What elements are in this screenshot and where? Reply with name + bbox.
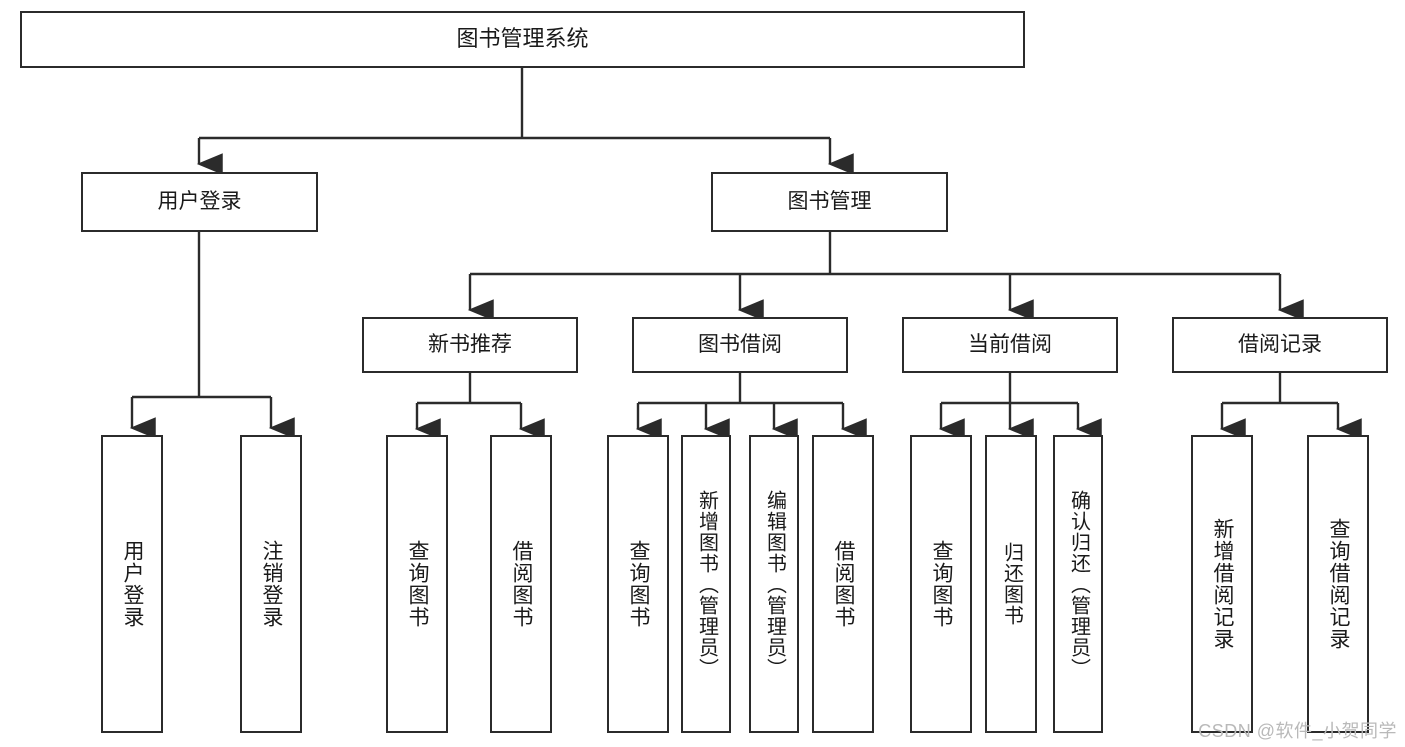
node-label: 查询借阅记录 (1327, 518, 1351, 650)
node-label: 借阅记录 (1238, 333, 1322, 357)
leaf-query-books-current[interactable]: 查询图书 (910, 435, 972, 733)
node-book-borrowing[interactable]: 图书借阅 (632, 317, 848, 373)
watermark: CSDN @软件_小贺同学 (1198, 721, 1397, 741)
node-label: 确认归还（管理员） (1067, 489, 1090, 679)
node-label: 图书管理 (787, 190, 872, 214)
leaf-query-books-borrowing[interactable]: 查询图书 (607, 435, 669, 733)
node-root-book-management-system[interactable]: 图书管理系统 (20, 11, 1025, 68)
node-current-borrowing[interactable]: 当前借阅 (902, 317, 1118, 373)
node-label: 编辑图书（管理员） (763, 489, 786, 679)
leaf-add-borrow-record[interactable]: 新增借阅记录 (1191, 435, 1253, 733)
leaf-add-book-admin[interactable]: 新增图书（管理员） (681, 435, 731, 733)
node-label: 借阅图书 (510, 540, 534, 628)
node-label: 新增借阅记录 (1211, 518, 1235, 650)
leaf-query-borrow-record[interactable]: 查询借阅记录 (1307, 435, 1369, 733)
leaf-query-books-recommendation[interactable]: 查询图书 (386, 435, 448, 733)
leaf-borrow-books[interactable]: 借阅图书 (812, 435, 874, 733)
node-book-management[interactable]: 图书管理 (711, 172, 948, 232)
node-label: 当前借阅 (968, 333, 1052, 357)
leaf-confirm-return-admin[interactable]: 确认归还（管理员） (1053, 435, 1103, 733)
node-label: 新书推荐 (428, 333, 512, 357)
node-label: 用户登录 (157, 190, 242, 214)
node-label: 用户登录 (121, 540, 145, 628)
leaf-user-login[interactable]: 用户登录 (101, 435, 163, 733)
leaf-edit-book-admin[interactable]: 编辑图书（管理员） (749, 435, 799, 733)
node-label: 查询图书 (627, 540, 651, 628)
node-borrow-records[interactable]: 借阅记录 (1172, 317, 1388, 373)
node-label: 查询图书 (930, 540, 954, 628)
leaf-return-books[interactable]: 归还图书 (985, 435, 1037, 733)
node-new-book-recommendation[interactable]: 新书推荐 (362, 317, 578, 373)
leaf-logout[interactable]: 注销登录 (240, 435, 302, 733)
leaf-borrow-books-recommendation[interactable]: 借阅图书 (490, 435, 552, 733)
node-label: 新增图书（管理员） (695, 489, 718, 679)
node-label: 注销登录 (260, 540, 284, 628)
node-label: 查询图书 (406, 540, 430, 628)
node-label: 图书借阅 (698, 333, 782, 357)
node-label: 图书管理系统 (456, 26, 589, 52)
node-user-login[interactable]: 用户登录 (81, 172, 318, 232)
node-label: 借阅图书 (832, 540, 856, 628)
node-label: 归还图书 (1000, 542, 1023, 626)
